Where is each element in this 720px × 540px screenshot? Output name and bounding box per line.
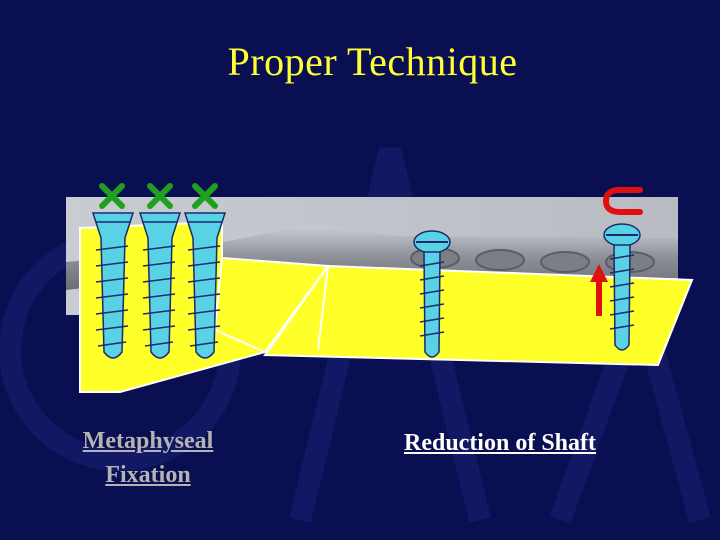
x-mark-icon <box>99 183 218 209</box>
slide-title: Proper Technique <box>227 39 518 84</box>
curved-arrow-icon <box>602 187 643 215</box>
cortical-screw <box>603 223 641 351</box>
locking-screw <box>183 212 227 359</box>
locking-screw <box>91 212 135 359</box>
caption-metaphyseal-fixation: Metaphyseal Fixation <box>82 428 214 488</box>
locking-screw <box>138 212 182 359</box>
caption-reduction-of-shaft: Reduction of Shaft <box>403 430 596 456</box>
cortical-screw <box>413 230 451 358</box>
up-arrow-icon <box>590 264 608 316</box>
